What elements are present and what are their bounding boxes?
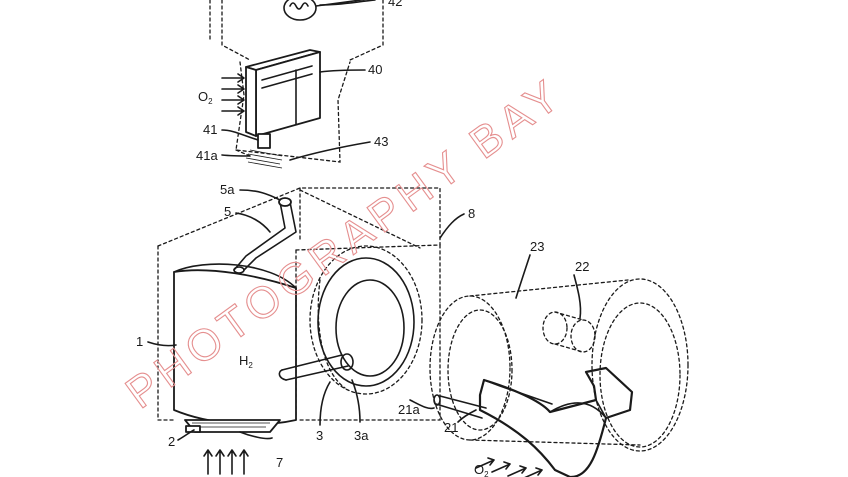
label-43: 43	[374, 134, 388, 149]
label-1: 1	[136, 334, 143, 349]
labels: 42 40 O2 41 41a 43 5a 5 8 23 22 1 H2 2 7…	[136, 0, 589, 477]
label-41a: 41a	[196, 148, 218, 163]
crescent-21	[433, 366, 634, 477]
lens-tube-23	[429, 278, 689, 452]
label-h2: H2	[239, 353, 253, 370]
label-3a: 3a	[354, 428, 369, 443]
label-o2-top-sub: 2	[208, 97, 213, 106]
cell-1	[173, 263, 297, 433]
label-o2-top: O2	[198, 89, 213, 106]
label-o2-bottom-o: O	[474, 462, 484, 477]
label-21: 21	[444, 420, 458, 435]
watermark-text: PHOTOGRAPHY BAY	[117, 68, 573, 418]
label-22: 22	[575, 259, 589, 274]
label-42: 42	[388, 0, 402, 9]
inflow-arrows-bottom-right	[475, 457, 543, 477]
label-5: 5	[224, 204, 231, 219]
label-5a: 5a	[220, 182, 235, 197]
inflow-arrows-bottom-left	[203, 449, 249, 475]
label-o2-top-o: O	[198, 89, 208, 104]
lens-mount-rings	[309, 245, 423, 395]
label-8: 8	[468, 206, 475, 221]
label-40: 40	[368, 62, 382, 77]
leader-lines	[147, 0, 582, 441]
hatch-41a	[245, 149, 283, 169]
label-7: 7	[276, 455, 283, 470]
o2-inflow-arrows-top	[221, 73, 245, 116]
label-o2-bottom-sub: 2	[484, 470, 489, 477]
label-23: 23	[530, 239, 544, 254]
label-h2-h: H	[239, 353, 248, 368]
label-3: 3	[316, 428, 323, 443]
label-41: 41	[203, 122, 217, 137]
label-o2-bottom: O2	[474, 462, 489, 477]
tube-3	[278, 353, 354, 381]
component-40	[245, 49, 321, 149]
label-h2-sub: 2	[248, 361, 253, 370]
label-2: 2	[168, 434, 175, 449]
label-21a: 21a	[398, 402, 420, 417]
